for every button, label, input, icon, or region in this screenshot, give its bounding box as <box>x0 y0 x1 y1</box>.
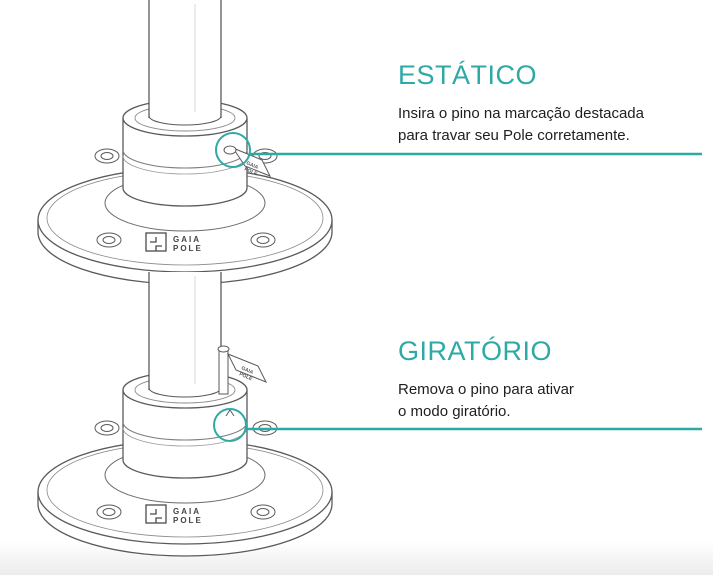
static-mode-description: Insira o pino na marcação destacada para… <box>398 103 644 147</box>
pin-logo-gaia-2: GAIA <box>240 365 254 376</box>
removed-pin: GAIA POLE <box>217 345 268 395</box>
logo-text-gaia-2: GAIA <box>173 507 201 516</box>
rotating-mode-illustration: GAIA POLE GAIA POLE <box>37 271 702 557</box>
pin-logo-pole: POLE <box>243 166 258 177</box>
pin-logo-gaia: GAIA <box>245 160 259 171</box>
static-description-line-1: Insira o pino na marcação destacada <box>398 105 644 122</box>
pin-logo-pole-2: POLE <box>238 371 253 382</box>
rotating-mode-title: GIRATÓRIO <box>398 336 553 366</box>
rotating-description-line-2: o modo giratório. <box>398 403 511 420</box>
logo-text-pole-2: POLE <box>173 516 203 525</box>
static-description-line-2: para travar seu Pole corretamente. <box>398 127 630 144</box>
rotating-mode-description: Remova o pino para ativar o modo giratór… <box>398 379 574 423</box>
static-mode-illustration: GAIA POLE GAIA POLE <box>37 0 702 285</box>
static-mode-title: ESTÁTICO <box>398 60 538 90</box>
locking-pin: GAIA POLE <box>223 145 272 178</box>
logo-text-gaia: GAIA <box>173 235 201 244</box>
rotating-highlight-circle <box>213 408 247 442</box>
rotating-description-line-1: Remova o pino para ativar <box>398 381 574 398</box>
logo-text-pole: POLE <box>173 244 203 253</box>
static-highlight-circle <box>215 132 251 168</box>
